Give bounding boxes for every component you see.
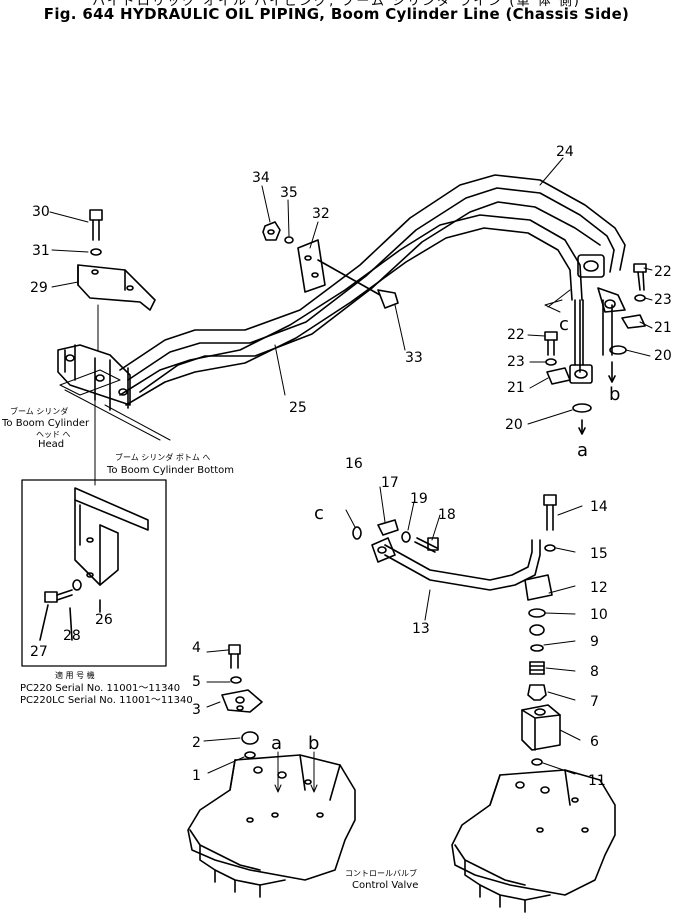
letter-a-bottom: a (271, 733, 282, 754)
callout-5: 5 (192, 674, 201, 690)
o-ring-1 (244, 751, 256, 759)
note-serial-jp: 適 用 号 機 (55, 670, 95, 680)
inset-frame (21, 479, 167, 667)
callout-27: 27 (30, 644, 48, 660)
u-bolt-33 (317, 259, 399, 309)
callout-28: 28 (63, 628, 81, 644)
note-bottom-jp: ブーム シリンダ ボトム へ (115, 452, 210, 462)
callout-21b: 21 (654, 320, 672, 336)
o-ring-16 (352, 526, 362, 540)
note-head-jp2: ヘッド へ (36, 430, 71, 439)
callout-35: 35 (280, 185, 298, 201)
leader-lines (49, 157, 653, 486)
callout-16: 16 (345, 456, 363, 472)
nut-34 (262, 221, 294, 244)
note-head-jp: ブーム シリンダ (10, 406, 68, 416)
o-ring-11 (531, 758, 543, 766)
bracket-26 (74, 487, 149, 586)
bolt-4 (228, 644, 241, 669)
port-arrows (203, 486, 583, 793)
callout-22b: 22 (654, 264, 672, 280)
callout-2: 2 (192, 735, 201, 751)
callout-32: 32 (312, 206, 330, 222)
figure-title-japanese: ハイドロリック オイル パイピング, ブーム シリンダ ライン (車 体 側) (92, 0, 581, 9)
bolt-18 (414, 537, 439, 553)
callout-29: 29 (30, 280, 48, 296)
letter-b-top: b (609, 384, 620, 405)
letter-a-top: a (577, 440, 588, 461)
callout-23a: 23 (507, 354, 525, 370)
callout-20b: 20 (654, 348, 672, 364)
poppet-7 (527, 684, 547, 701)
callout-34: 34 (252, 170, 270, 186)
callout-12: 12 (590, 580, 608, 596)
callout-9: 9 (590, 634, 599, 650)
left-manifold (57, 344, 131, 411)
letter-c-top: c (559, 314, 569, 335)
control-valve-right (451, 769, 616, 913)
fitting-group-top (577, 254, 647, 355)
callout-33: 33 (405, 350, 423, 366)
callout-25: 25 (289, 400, 307, 416)
letter-b-bottom: b (308, 733, 319, 754)
bolt-27 (39, 579, 101, 641)
bolt-14 (543, 494, 557, 552)
callout-22a: 22 (507, 327, 525, 343)
clamp-32 (297, 239, 326, 293)
control-valve-left (187, 754, 356, 898)
callout-19: 19 (410, 491, 428, 507)
callout-3: 3 (192, 702, 201, 718)
note-head-en: To Boom Cylinder (1, 418, 90, 429)
callout-18: 18 (438, 507, 456, 523)
callout-30: 30 (32, 204, 50, 220)
callout-23b: 23 (654, 292, 672, 308)
pipe-25 (119, 214, 584, 406)
ring-10 (529, 624, 545, 636)
plate-29 (77, 264, 156, 311)
o-ring-9 (530, 644, 544, 652)
note-valve-jp: コントロールバルブ (345, 868, 417, 878)
note-bottom-en: To Boom Cylinder Bottom (106, 465, 234, 476)
pipe-13 (371, 537, 553, 601)
washer-19 (401, 531, 411, 543)
callout-20a: 20 (505, 417, 523, 433)
callout-6: 6 (590, 734, 599, 750)
note-head-en2: Head (38, 439, 64, 450)
note-serial-row1: PC220 Serial No. 11001～11340 (20, 683, 180, 694)
callout-4: 4 (192, 640, 201, 656)
split-flange-17 (377, 519, 399, 536)
port-letters: c b a c a b (271, 314, 620, 754)
callout-13: 13 (412, 621, 430, 637)
washer-5 (230, 676, 242, 684)
callout-7: 7 (590, 694, 599, 710)
callout-1: 1 (192, 768, 201, 784)
callouts: 30 31 29 34 35 32 33 25 24 22 23 21 20 2… (30, 144, 672, 789)
block-6 (521, 704, 561, 751)
note-valve-en: Control Valve (352, 880, 418, 891)
plug-2 (241, 731, 259, 745)
spring-8 (529, 661, 545, 675)
callout-8: 8 (590, 664, 599, 680)
callout-15: 15 (590, 546, 608, 562)
notes: ブーム シリンダ To Boom Cylinder ヘッド へ Head ブーム… (1, 406, 418, 891)
callout-14: 14 (590, 499, 608, 515)
callout-24: 24 (556, 144, 574, 160)
figure-title: Fig. 644 HYDRAULIC OIL PIPING, Boom Cyli… (43, 5, 630, 23)
letter-c-mid: c (314, 503, 324, 524)
o-ring-12 (528, 608, 546, 618)
callout-10: 10 (590, 607, 608, 623)
callout-31: 31 (32, 243, 50, 259)
callout-11: 11 (588, 773, 606, 789)
callout-26: 26 (95, 612, 113, 628)
plate-3 (221, 689, 263, 713)
callout-21a: 21 (507, 380, 525, 396)
note-serial-row2: PC220LC Serial No. 11001～11340 (20, 695, 193, 706)
bolt-30 (89, 209, 103, 256)
callout-17: 17 (381, 475, 399, 491)
